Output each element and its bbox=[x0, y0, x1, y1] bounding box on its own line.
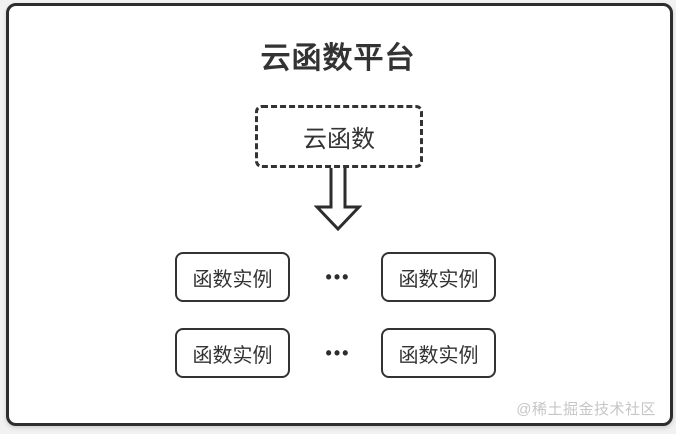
cloud-function-node: 云函数 bbox=[255, 105, 423, 168]
ellipsis-dots: ••• bbox=[325, 267, 351, 287]
function-instance-node: 函数实例 bbox=[381, 328, 496, 378]
function-instance-label: 函数实例 bbox=[398, 344, 479, 367]
function-instance-label: 函数实例 bbox=[398, 268, 479, 291]
down-arrow-icon bbox=[314, 167, 362, 231]
function-instance-node: 函数实例 bbox=[175, 252, 290, 302]
watermark: @稀土掘金技术社区 bbox=[516, 401, 656, 418]
function-instance-node: 函数实例 bbox=[381, 252, 496, 302]
function-instance-label: 函数实例 bbox=[192, 344, 273, 367]
function-instance-node: 函数实例 bbox=[175, 328, 290, 378]
ellipsis-dots: ••• bbox=[325, 343, 351, 363]
function-instance-label: 函数实例 bbox=[192, 268, 273, 291]
diagram-title: 云函数平台 bbox=[260, 42, 416, 75]
cloud-function-node-label: 云函数 bbox=[303, 126, 375, 153]
